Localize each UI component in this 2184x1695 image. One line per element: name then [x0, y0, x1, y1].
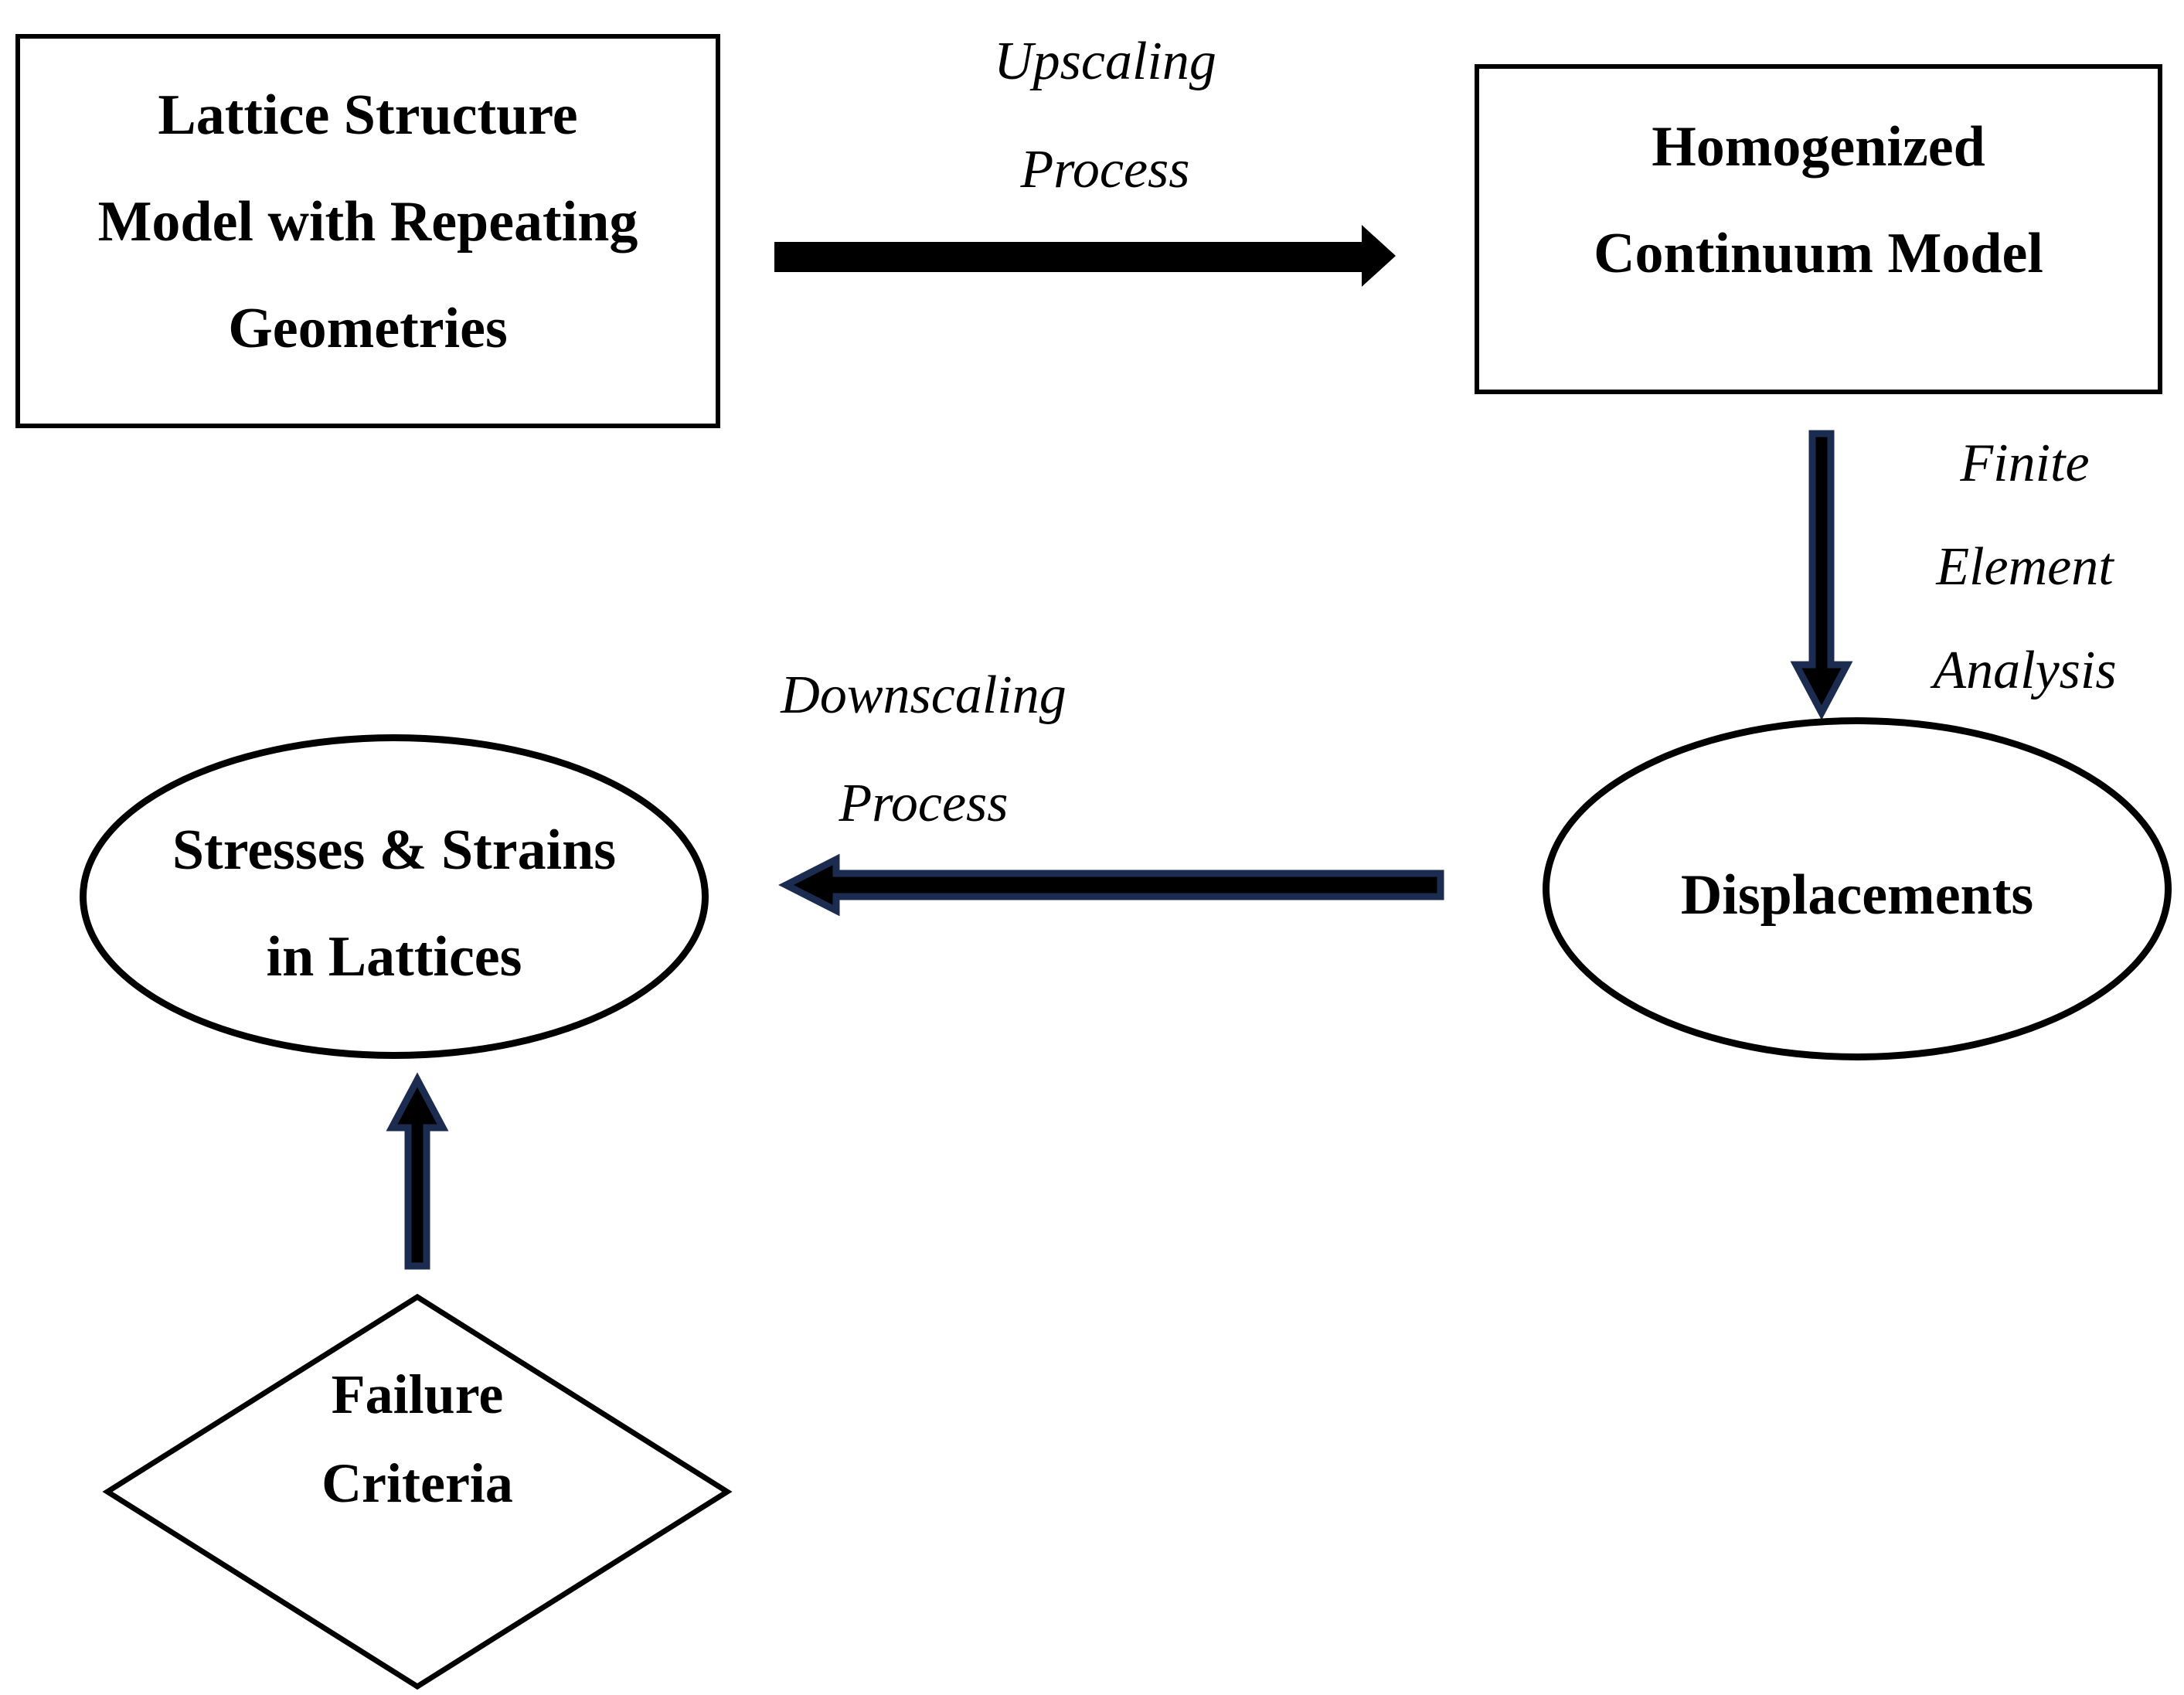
stresses-ellipse-line-1: Stresses & Strains — [172, 819, 617, 882]
finite-element-analysis-label: Finite Element Analysis — [1870, 412, 2179, 723]
lattice-box-line-2: Model with Repeating — [97, 190, 638, 254]
downscaling-label-line-2: Process — [839, 774, 1009, 833]
fea-down-arrow — [1790, 430, 1853, 720]
displacements-ellipse-line-1: Displacements — [1680, 863, 2034, 927]
failure-diamond-line-1: Failure — [331, 1363, 504, 1425]
failure-diamond-shape — [102, 1293, 733, 1690]
lattice-box-line-3: Geometries — [228, 297, 508, 360]
lattice-structure-box: Lattice Structure Model with Repeating G… — [15, 34, 720, 428]
failure-diamond-line-2: Criteria — [321, 1452, 513, 1514]
fea-label-line-1: Finite — [1960, 434, 2090, 493]
stresses-strains-ellipse: Stresses & Strains in Lattices — [80, 734, 709, 1059]
displacements-ellipse: Displacements — [1543, 717, 2172, 1060]
downscaling-process-label: Downscaling Process — [692, 642, 1155, 858]
lattice-box-line-1: Lattice Structure — [158, 83, 578, 147]
upscaling-label-line-1: Upscaling — [994, 32, 1216, 91]
stresses-ellipse-line-2: in Lattices — [266, 925, 522, 989]
fea-label-line-2: Element — [1936, 537, 2114, 597]
failure-criteria-diamond-label: Failure Criteria — [106, 1295, 729, 1528]
upscaling-label-line-2: Process — [1020, 140, 1190, 199]
downscaling-arrow — [778, 853, 1444, 917]
failure-up-arrow — [386, 1072, 449, 1270]
homogenized-box-line-2: Continuum Model — [1594, 222, 2043, 285]
fea-label-line-3: Analysis — [1933, 641, 2117, 700]
upscaling-process-label: Upscaling Process — [873, 8, 1337, 224]
homogenized-continuum-box: Homogenized Continuum Model — [1475, 64, 2162, 394]
homogenized-box-line-1: Homogenized — [1652, 115, 1985, 179]
downscaling-label-line-1: Downscaling — [781, 665, 1066, 725]
upscaling-arrow — [774, 225, 1396, 287]
